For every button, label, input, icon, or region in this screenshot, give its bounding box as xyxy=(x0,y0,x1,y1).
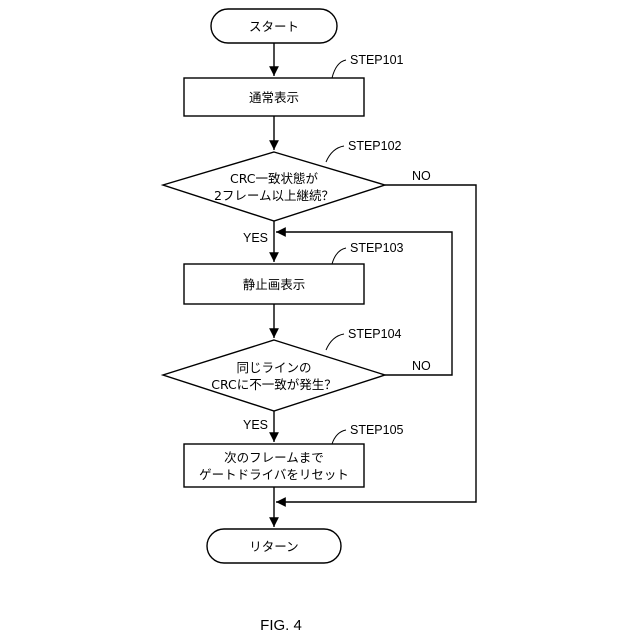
step102-label: STEP102 xyxy=(348,139,402,153)
crc-match-decision-shape xyxy=(163,152,385,221)
reset-gate-driver-line1: 次のフレームまで xyxy=(224,450,324,465)
reset-gate-driver-line2: ゲートドライバをリセット xyxy=(199,467,349,482)
line-mismatch-decision: 同じラインの CRCに不一致が発生？ STEP104 NO YES xyxy=(163,327,431,432)
leader-step102 xyxy=(326,146,344,162)
leader-step101 xyxy=(332,60,346,78)
line-mismatch-yes-label: YES xyxy=(243,418,268,432)
crc-match-yes-label: YES xyxy=(243,231,268,245)
still-image-display-process: 静止画表示 STEP103 xyxy=(184,241,404,304)
start-terminal: スタート xyxy=(211,9,337,43)
normal-display-process: 通常表示 STEP101 xyxy=(184,53,404,116)
step103-label: STEP103 xyxy=(350,241,404,255)
step101-label: STEP101 xyxy=(350,53,404,67)
return-terminal-label: リターン xyxy=(249,539,298,554)
reset-gate-driver-process: 次のフレームまで ゲートドライバをリセット STEP105 xyxy=(184,423,404,487)
figure-caption: FIG. 4 xyxy=(260,617,302,634)
line-mismatch-decision-shape xyxy=(163,340,385,411)
step104-label: STEP104 xyxy=(348,327,402,341)
line-mismatch-decision-line2: CRCに不一致が発生？ xyxy=(211,377,337,392)
crc-match-no-label: NO xyxy=(412,169,431,183)
line-mismatch-decision-line1: 同じラインの xyxy=(236,360,311,375)
start-terminal-label: スタート xyxy=(249,19,299,34)
normal-display-label: 通常表示 xyxy=(249,90,299,105)
leader-step105 xyxy=(332,430,346,444)
crc-match-decision-line2: 2フレーム以上継続？ xyxy=(214,188,334,203)
leader-step104 xyxy=(326,334,344,350)
still-image-display-label: 静止画表示 xyxy=(243,277,306,292)
crc-match-decision: CRC一致状態が 2フレーム以上継続？ STEP102 NO YES xyxy=(163,139,431,245)
step105-label: STEP105 xyxy=(350,423,404,437)
leader-step103 xyxy=(332,248,346,264)
crc-match-decision-line1: CRC一致状態が xyxy=(230,171,319,186)
line-mismatch-no-label: NO xyxy=(412,359,431,373)
return-terminal: リターン xyxy=(207,529,341,563)
